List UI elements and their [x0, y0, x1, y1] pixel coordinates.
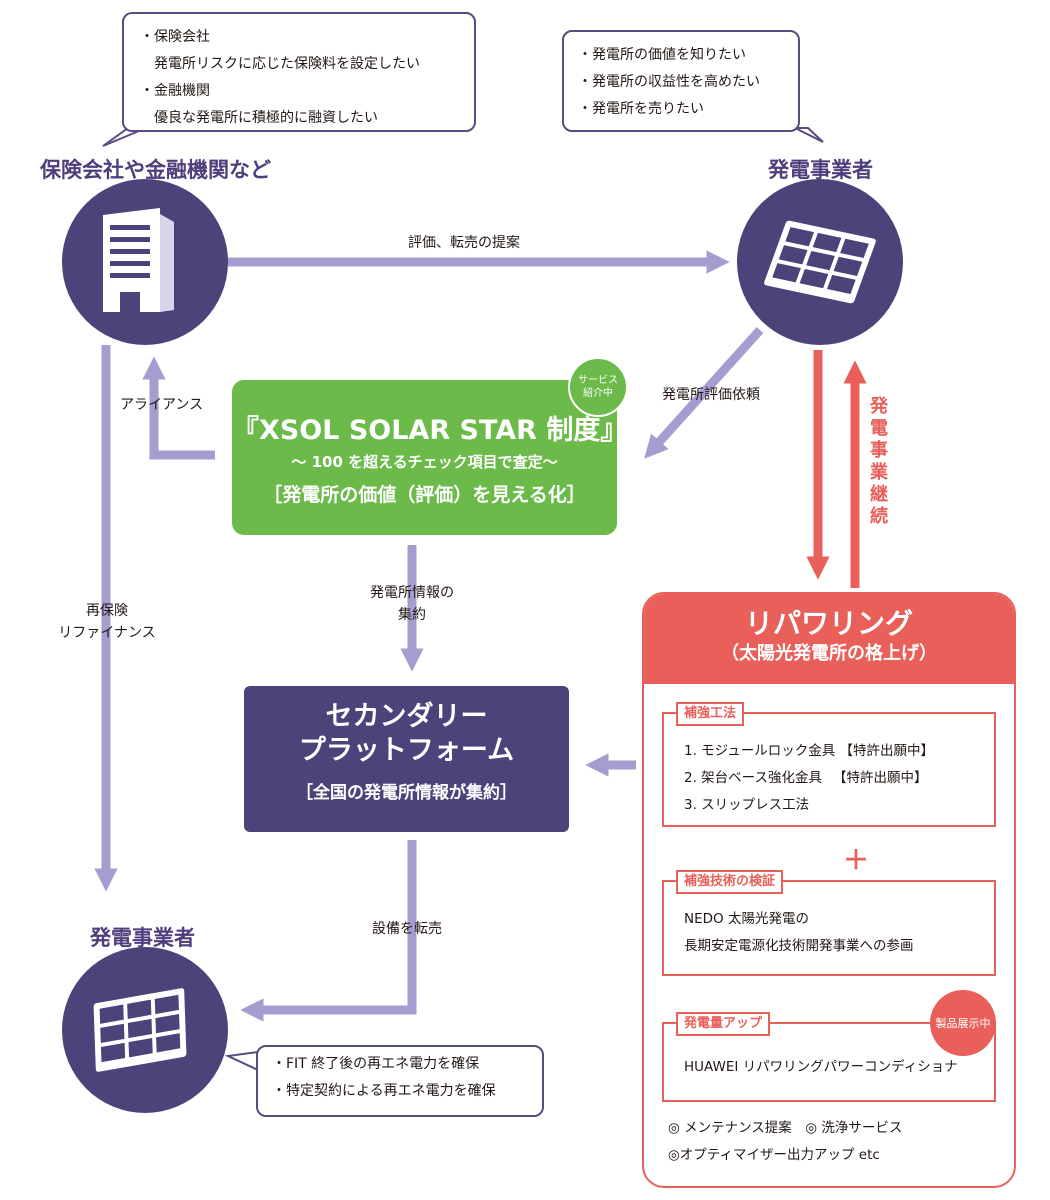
operator-bottom-callout: ・FIT 終了後の再エネ電力を確保 ・特定契約による再エネ電力を確保: [256, 1045, 544, 1117]
secondary-platform-box: セカンダリー プラットフォーム ［全国の発電所情報が集約］: [244, 686, 569, 832]
edge-label-proposal: 評価、転売の提案: [408, 235, 520, 251]
section-item: 長期安定電源化技術開発事業への参画: [684, 938, 914, 954]
edge-label-line: 再保険: [86, 603, 128, 619]
xsol-solar-star-box: 『XSOL SOLAR STAR 制度』 〜 100 を超えるチェック項目で査定…: [232, 380, 628, 535]
product-exhibit-badge: 製品展示中: [930, 990, 996, 1056]
platform-bracket: ［全国の発電所情報が集約］: [296, 783, 517, 803]
section-tag: 補強技術の検証: [676, 870, 784, 894]
operator-bottom-label: 発電事業者: [90, 926, 195, 950]
callout-line: 優良な発電所に積極的に融資したい: [140, 110, 378, 126]
edge-label-continuation: 発電事業継続: [870, 396, 888, 527]
callout-line: ・発電所を売りたい: [578, 101, 704, 117]
edge-label-line: 集約: [398, 607, 426, 623]
plus-icon: ＋: [843, 846, 870, 876]
repowering-subtitle: （太陽光発電所の格上げ）: [721, 643, 937, 664]
xsol-badge: サービス 紹介中: [568, 357, 628, 417]
section-item: NEDO 太陽光発電の: [684, 911, 809, 927]
office-building-icon: [103, 208, 174, 312]
edge-label-reinsurance: 再保険 リファイナンス: [42, 600, 172, 644]
section-verification: 補強技術の検証 NEDO 太陽光発電の 長期安定電源化技術開発事業への参画: [662, 870, 996, 976]
callout-line: ・FIT 終了後の再エネ電力を確保: [272, 1056, 480, 1072]
xsol-bracket: ［発電所の価値（評価）を見える化］: [263, 484, 586, 506]
callout-line: ・保険会社: [140, 29, 210, 45]
operator-top-callout: ・発電所の価値を知りたい ・発電所の収益性を高めたい ・発電所を売りたい: [562, 30, 800, 132]
edge-label-line: リファイナンス: [58, 625, 156, 641]
insurer-callout: ・保険会社 発電所リスクに応じた保険料を設定したい ・金融機関 優良な発電所に積…: [122, 12, 476, 132]
section-body: 1. モジュールロック金具 【特許出願中】 2. 架台ベース強化金具 【特許出願…: [684, 738, 934, 819]
xsol-title: 『XSOL SOLAR STAR 制度』: [232, 415, 628, 446]
platform-title-line2: プラットフォーム: [298, 735, 515, 766]
callout-line: ・発電所の価値を知りたい: [578, 47, 746, 63]
edge-label-alliance: アライアンス: [120, 397, 204, 413]
arrow-resale: [240, 840, 417, 1022]
callout-tail-operator-bottom: [224, 1050, 259, 1072]
solar-panel-icon: [764, 220, 876, 304]
edge-label-aggregation: 発電所情報の 集約: [352, 582, 472, 626]
section-item: HUAWEI リパワリングパワーコンディショナ: [684, 1059, 958, 1075]
extras-line: ◎オプティマイザー出力アップ etc: [668, 1147, 880, 1163]
section-item: 1. モジュールロック金具 【特許出願中】: [684, 743, 935, 759]
section-tag: 補強工法: [676, 702, 745, 726]
edge-label-evaluation-request: 発電所評価依頼: [662, 387, 760, 403]
arrow-alliance: [142, 356, 215, 460]
section-body: HUAWEI リパワリングパワーコンディショナ: [684, 1054, 958, 1081]
repowering-title: リパワリング: [744, 607, 913, 640]
section-item: 2. 架台ベース強化金具 【特許出願中】: [684, 770, 928, 786]
badge-line: サービス: [578, 375, 618, 386]
callout-line: ・特定契約による再エネ電力を確保: [272, 1083, 496, 1099]
repowering-header: リパワリング （太陽光発電所の格上げ）: [644, 594, 1014, 684]
edge-label-resale: 設備を転売: [372, 921, 442, 937]
section-reinforcement: 補強工法 1. モジュールロック金具 【特許出願中】 2. 架台ベース強化金具 …: [662, 702, 996, 827]
extras-line: ◎ メンテナンス提案 ◎ 洗浄サービス: [668, 1120, 903, 1136]
callout-tail-operator-top: [794, 127, 824, 143]
operator-top-label: 発電事業者: [768, 158, 873, 182]
xsol-subtitle: 〜 100 を超えるチェック項目で査定〜: [291, 453, 558, 471]
insurer-label: 保険会社や金融機関など: [40, 158, 271, 182]
callout-line: ・金融機関: [140, 83, 210, 99]
platform-title-line1: セカンダリー: [325, 701, 488, 732]
callout-line: 発電所リスクに応じた保険料を設定したい: [140, 56, 420, 72]
section-tag: 発電量アップ: [676, 1012, 771, 1036]
callout-line: ・発電所の収益性を高めたい: [578, 74, 760, 90]
solar-panel-icon: [93, 988, 187, 1072]
arrow-evaluation-request: [644, 326, 764, 459]
badge-line: 紹介中: [583, 388, 613, 399]
section-body: NEDO 太陽光発電の 長期安定電源化技術開発事業への参画: [684, 906, 914, 960]
edge-label-line: 発電所情報の: [370, 585, 454, 601]
section-item: 3. スリップレス工法: [684, 797, 810, 813]
repowering-extras: ◎ メンテナンス提案 ◎ 洗浄サービス ◎オプティマイザー出力アップ etc: [668, 1115, 902, 1169]
